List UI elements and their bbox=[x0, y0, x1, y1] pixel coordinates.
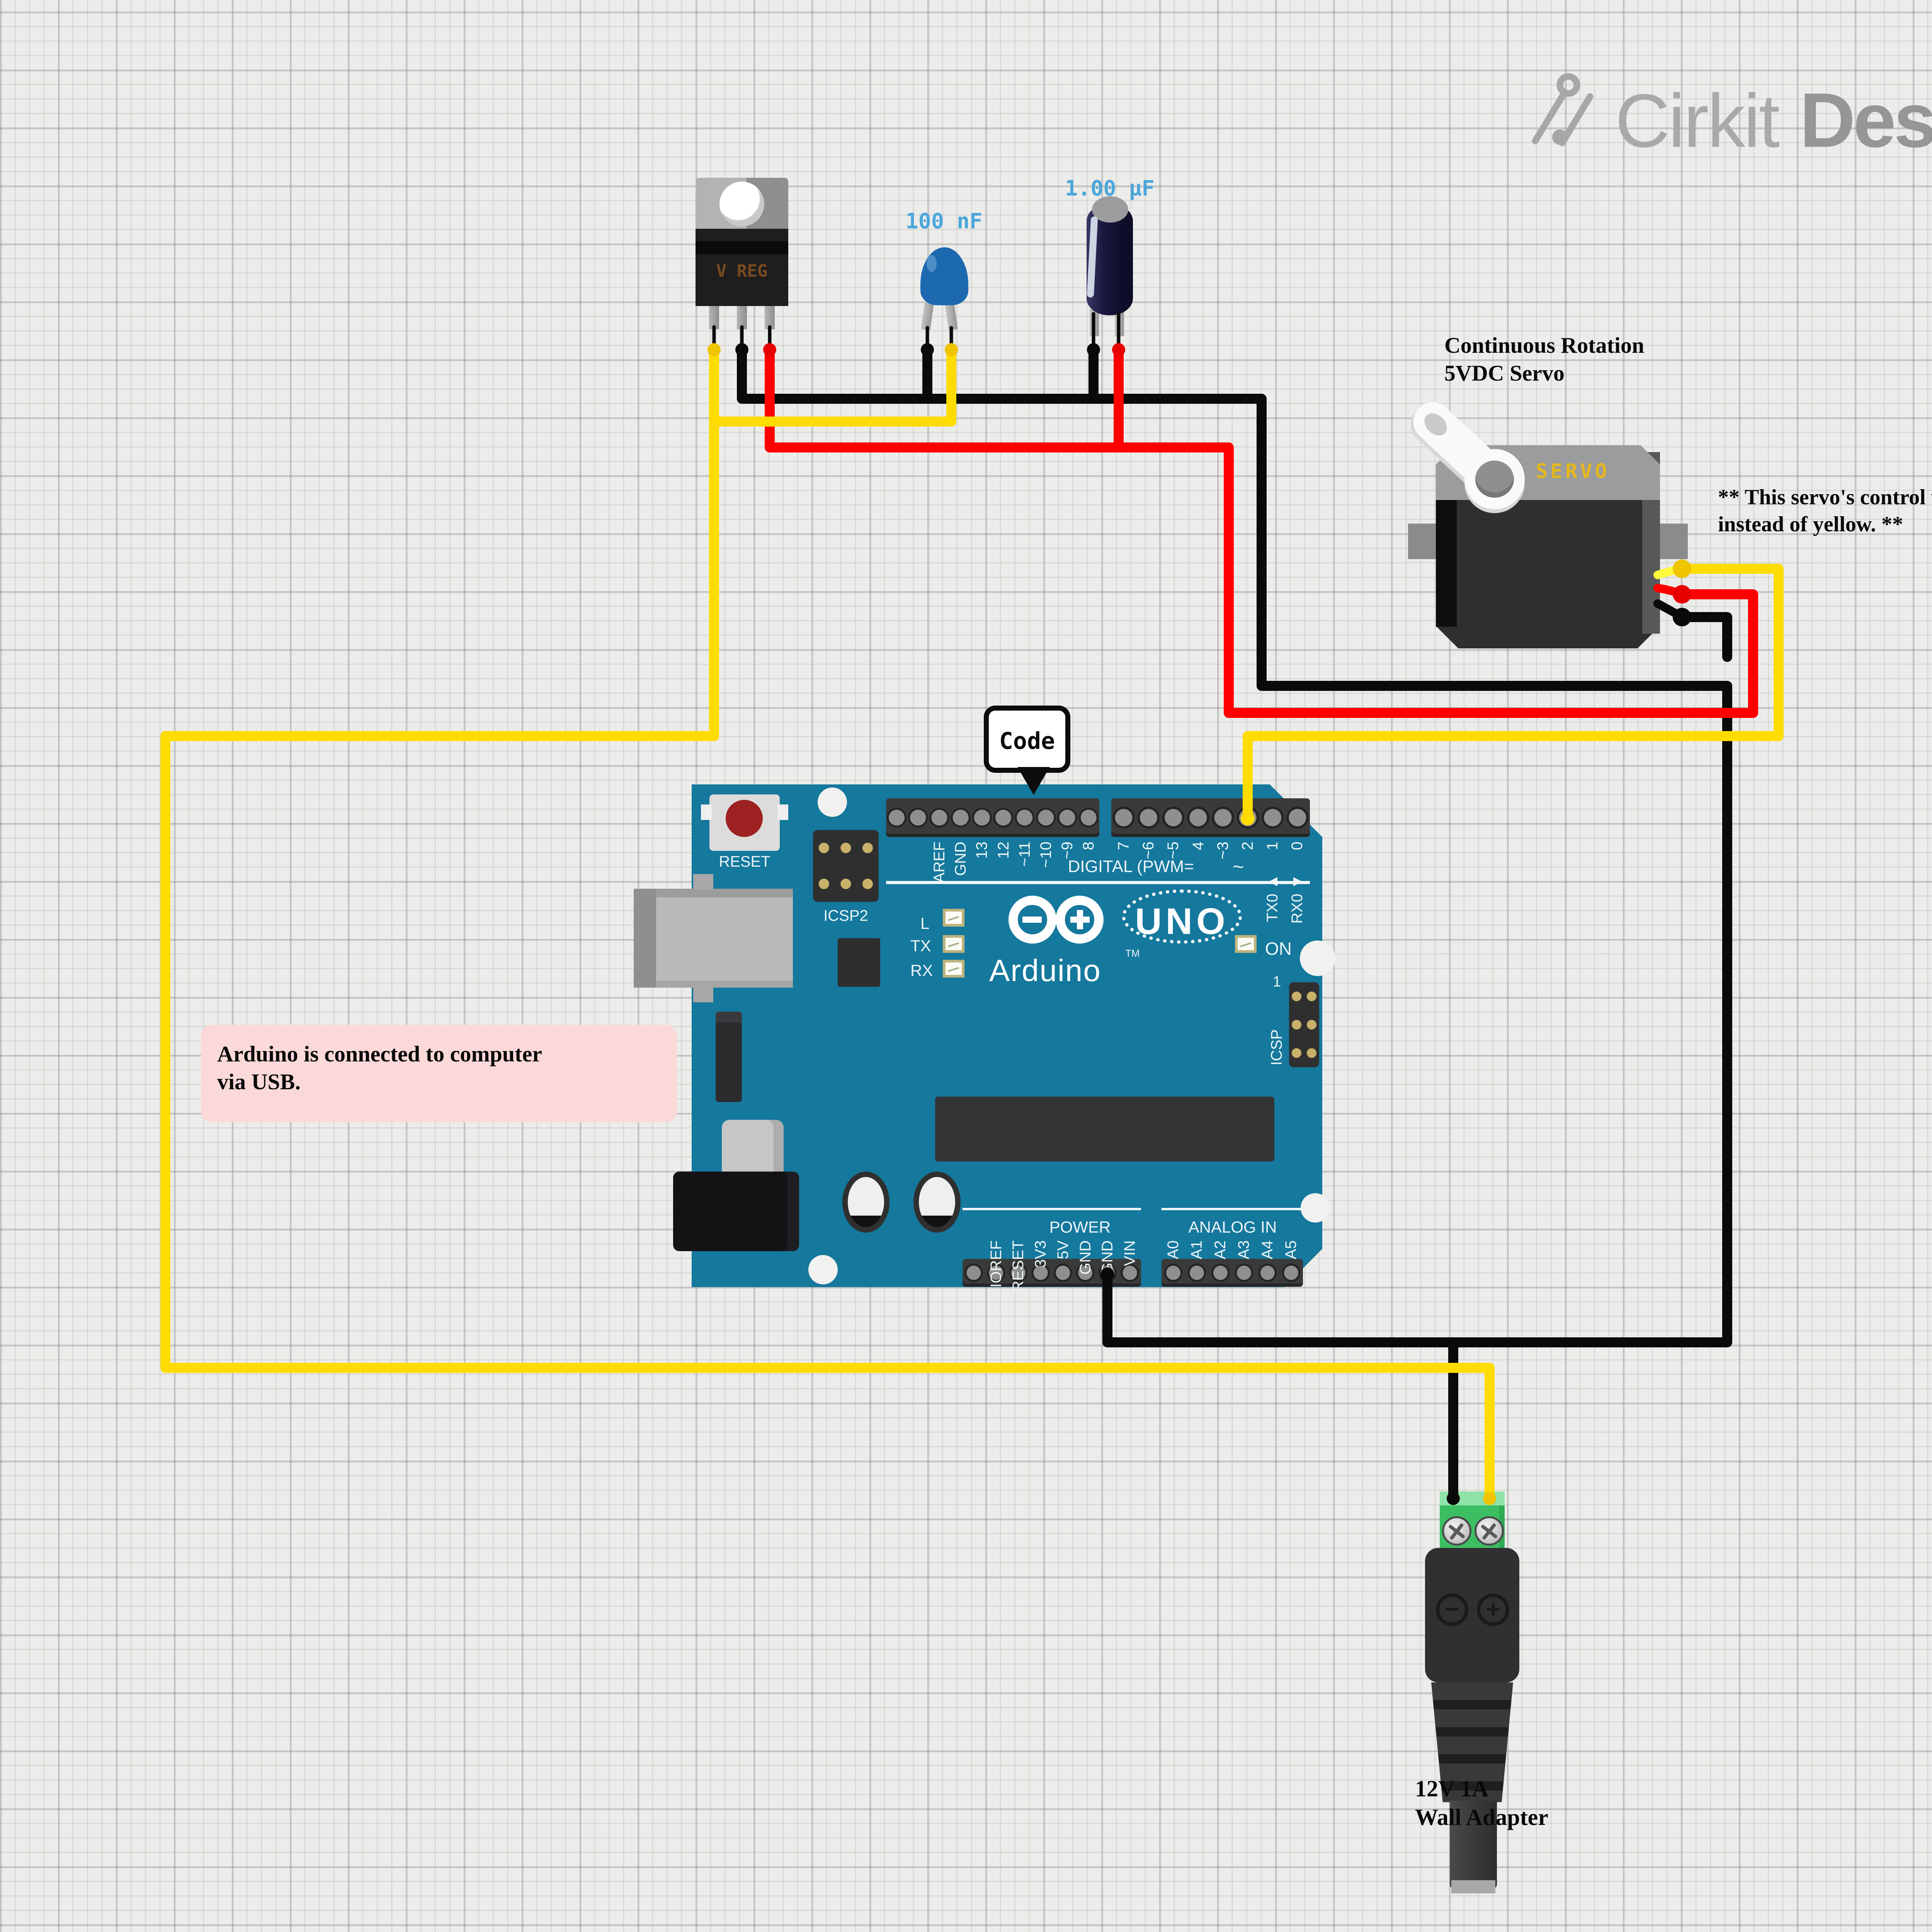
servo-note[interactable]: ** This servo's control wire is white in… bbox=[1718, 484, 1932, 538]
reset-notch bbox=[701, 804, 712, 820]
icsp-header[interactable] bbox=[1289, 982, 1319, 1067]
led-l-label: L bbox=[920, 914, 930, 932]
mount-hole bbox=[1300, 940, 1335, 976]
led-rx bbox=[943, 960, 964, 978]
wire-gnd-servo[interactable] bbox=[1677, 612, 1732, 662]
servo-label: SERVO bbox=[1536, 460, 1610, 483]
code-callout-label: Code bbox=[999, 728, 1055, 755]
icsp-pin1-label: 1 bbox=[1273, 974, 1281, 990]
chip-small bbox=[838, 938, 880, 987]
digital-header-right[interactable] bbox=[1111, 798, 1310, 837]
adapter-screw-right[interactable] bbox=[1475, 1516, 1504, 1546]
component-lead-stubs bbox=[712, 312, 1121, 350]
servo-tab-right bbox=[1659, 524, 1688, 559]
mount-hole bbox=[808, 1255, 838, 1284]
chip-main bbox=[935, 1097, 1274, 1162]
wire-12v-main[interactable] bbox=[160, 344, 1495, 1503]
led-on-label: ON bbox=[1265, 939, 1292, 959]
led-l bbox=[943, 909, 964, 927]
servo-note-line2: instead of yellow. ** bbox=[1718, 512, 1903, 536]
cirkit-logo-icon bbox=[1532, 73, 1594, 146]
servo-body-shadow bbox=[1436, 499, 1457, 627]
brand-bold: Designer bbox=[1799, 77, 1932, 163]
logo-plus-v bbox=[1077, 910, 1083, 929]
icsp2-label: ICSP2 bbox=[823, 907, 868, 924]
adapter-label[interactable]: 12V 1A Wall Adapter bbox=[1415, 1774, 1548, 1832]
reset-notch bbox=[777, 804, 788, 820]
adapter-body: − + bbox=[1425, 1548, 1519, 1682]
adapter-minus-symbol: − bbox=[1436, 1594, 1468, 1626]
servo-title[interactable]: Continuous Rotation 5VDC Servo bbox=[1444, 332, 1644, 387]
adapter-label-line1: 12V 1A bbox=[1415, 1776, 1489, 1801]
usb-connector[interactable] bbox=[634, 889, 793, 988]
code-callout-pointer bbox=[1017, 767, 1050, 795]
usb-tab bbox=[693, 874, 713, 889]
digital-caption-tilde: ~ bbox=[1233, 856, 1244, 878]
wire-servo-control[interactable] bbox=[1243, 564, 1784, 823]
usb-tab bbox=[693, 987, 713, 1002]
adapter-screw-left[interactable] bbox=[1442, 1516, 1471, 1546]
cirkit-designer-logo: Cirkit Designer bbox=[1528, 66, 1932, 165]
power-caption: POWER bbox=[1049, 1218, 1111, 1236]
adapter-tip bbox=[1451, 1880, 1495, 1893]
vreg-stripe bbox=[696, 241, 788, 254]
electrolytic-capacitor-top bbox=[1092, 196, 1128, 223]
usb-note-line2: via USB. bbox=[217, 1069, 301, 1094]
digital-caption: DIGITAL (PWM= bbox=[1068, 857, 1194, 876]
led-tx-label: TX bbox=[910, 937, 931, 955]
analog-header[interactable] bbox=[1162, 1259, 1303, 1287]
brand-light: Cirkit bbox=[1615, 78, 1780, 163]
code-callout[interactable]: Code bbox=[984, 706, 1070, 795]
uno-model: UNO bbox=[1135, 901, 1229, 942]
icsp2-header[interactable] bbox=[813, 830, 879, 902]
usb-connector-cap bbox=[634, 889, 656, 988]
wire-12v-cap1[interactable] bbox=[709, 344, 956, 427]
led-tx bbox=[943, 935, 964, 953]
servo-tab-left bbox=[1408, 524, 1437, 559]
adapter-neck bbox=[1431, 1682, 1513, 1802]
servo-title-line2: 5VDC Servo bbox=[1444, 361, 1565, 386]
adapter-plus-symbol: + bbox=[1477, 1594, 1509, 1626]
reset-label: RESET bbox=[719, 853, 770, 870]
reset-button[interactable] bbox=[726, 800, 763, 837]
silk-line bbox=[1162, 1208, 1303, 1210]
barrel-jack[interactable] bbox=[673, 1172, 799, 1251]
ceramic-capacitor-highlight bbox=[927, 255, 937, 272]
mount-hole bbox=[1301, 1193, 1330, 1223]
led-rx-label: RX bbox=[910, 961, 933, 980]
silk-line bbox=[886, 881, 1310, 884]
adapter-barrel bbox=[1450, 1801, 1497, 1889]
digital-header-left[interactable] bbox=[886, 798, 1099, 837]
vreg-label: V REG bbox=[716, 261, 768, 281]
arduino-brand: Arduino bbox=[989, 953, 1101, 988]
wire-5v-main[interactable] bbox=[765, 344, 1758, 718]
servo-body bbox=[1436, 499, 1660, 648]
wire-gnd-main[interactable] bbox=[737, 344, 1732, 1347]
servo-note-line1: ** This servo's control wire is white bbox=[1718, 485, 1932, 509]
usb-note[interactable]: Arduino is connected to computer via USB… bbox=[201, 1025, 677, 1122]
logo-minus bbox=[1022, 917, 1042, 923]
wire-junctions bbox=[707, 343, 1691, 1505]
ceramic-capacitor-value: 100 nF bbox=[905, 209, 983, 233]
uno-oval bbox=[1122, 889, 1242, 944]
mount-hole bbox=[818, 787, 847, 817]
silk-line bbox=[963, 1208, 1141, 1210]
analog-caption: ANALOG IN bbox=[1188, 1218, 1277, 1236]
board-capacitor-tall bbox=[716, 1012, 742, 1102]
led-on bbox=[1235, 935, 1257, 953]
usb-note-line1: Arduino is connected to computer bbox=[217, 1041, 542, 1066]
adapter-label-line2: Wall Adapter bbox=[1415, 1804, 1549, 1830]
servo-title-line1: Continuous Rotation bbox=[1444, 333, 1645, 358]
servo-horn-hub-center bbox=[1475, 461, 1514, 498]
vreg-mount-hole bbox=[719, 182, 764, 226]
arduino-tm: TM bbox=[1125, 947, 1140, 959]
